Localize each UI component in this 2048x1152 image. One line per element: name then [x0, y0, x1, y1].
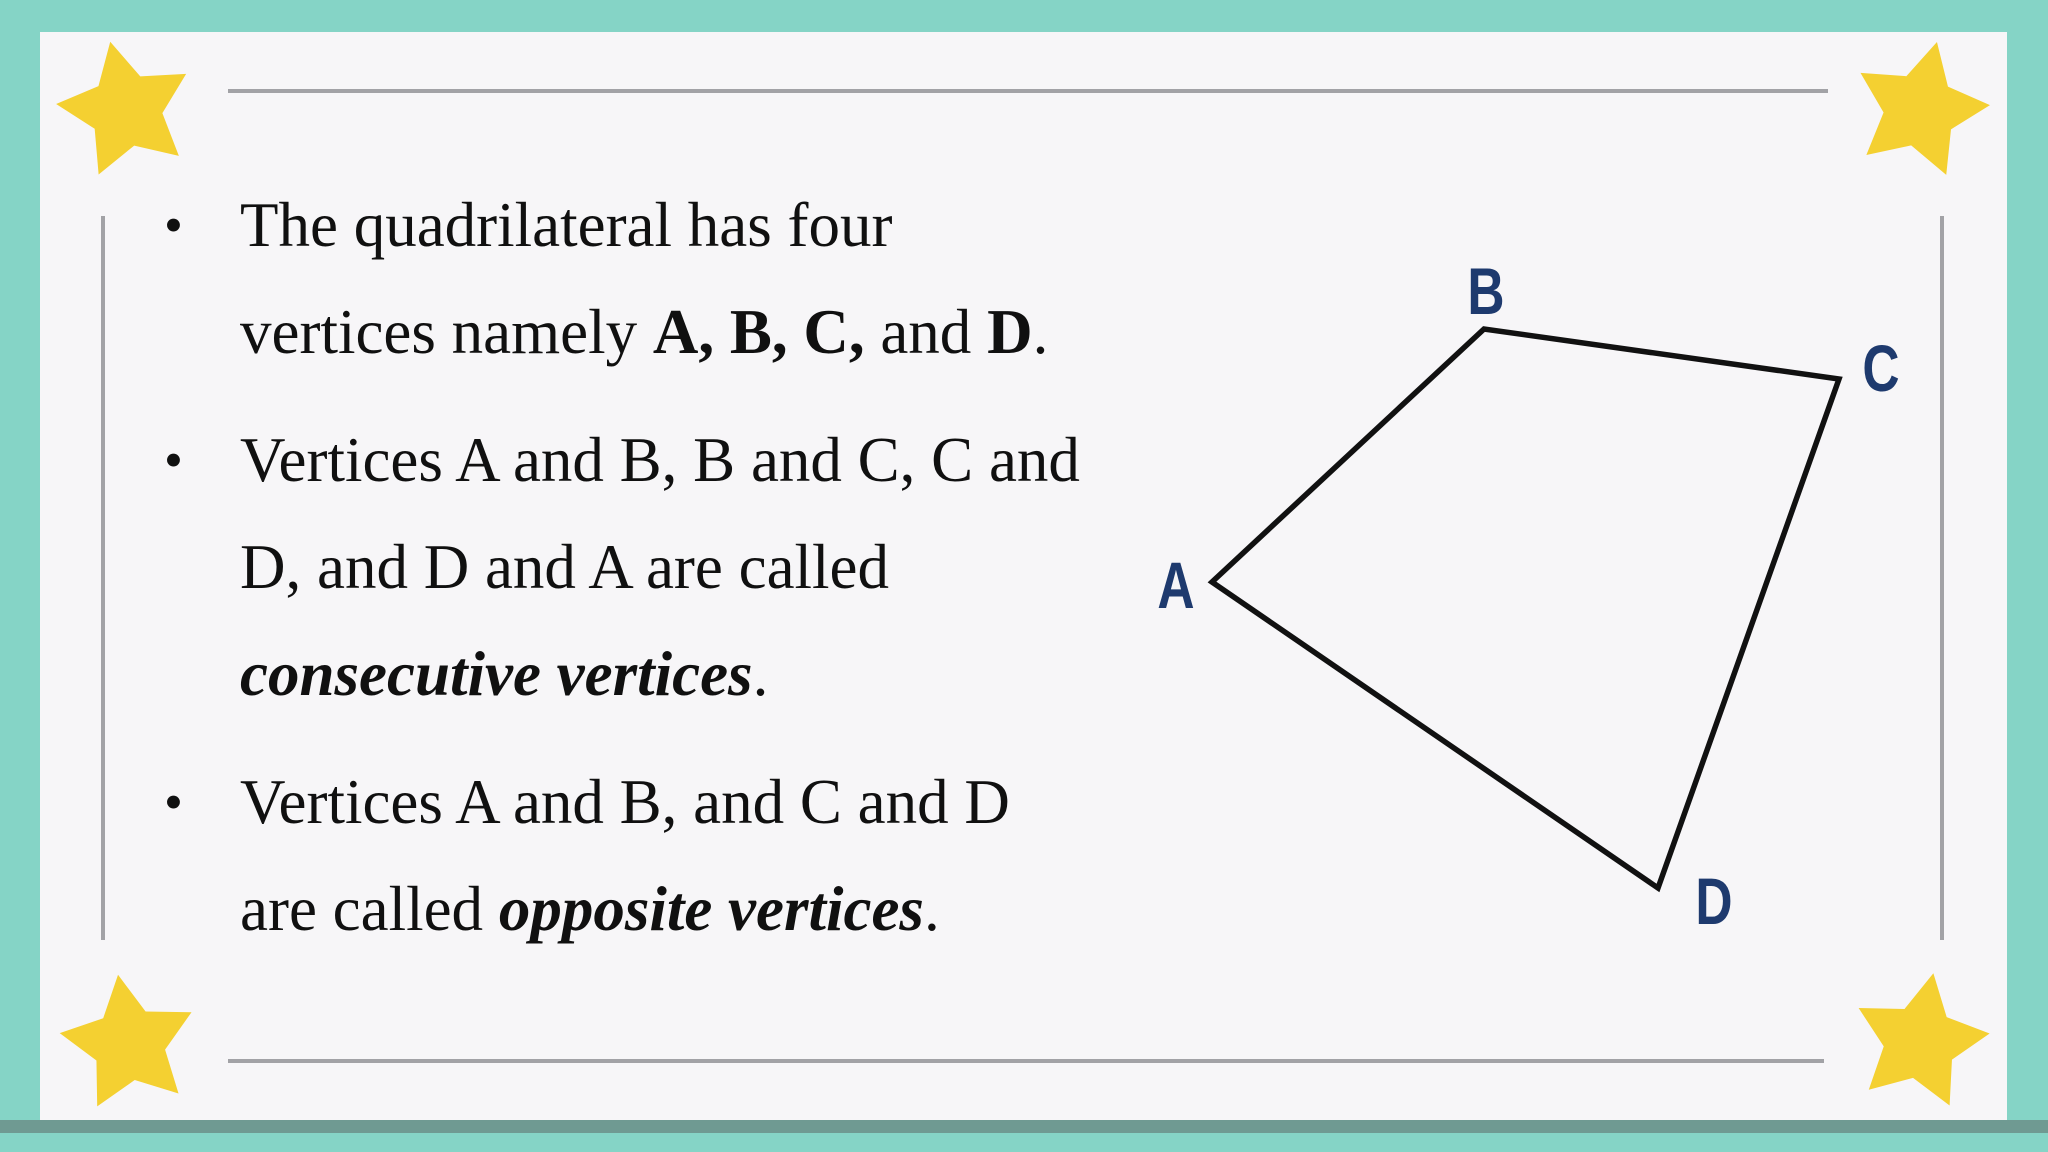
vertex-label-c: C — [1862, 331, 1900, 405]
text-segment: and — [864, 297, 988, 367]
text-segment: . — [1032, 297, 1049, 367]
quadrilateral-svg — [1207, 326, 1843, 893]
bullet-marker: • — [164, 195, 183, 255]
bullet-marker: • — [164, 430, 183, 490]
star-icon — [1860, 42, 1990, 175]
vertex-label-d: D — [1695, 864, 1733, 938]
quadrilateral-figure: A B C D — [1150, 254, 1950, 950]
star-icon — [56, 41, 187, 175]
bullet-item: • The quadrilateral has four vertices na… — [160, 172, 1140, 386]
frame-shadow-band — [0, 1120, 2048, 1133]
bullet-item: • Vertices A and B, and C and D are call… — [160, 749, 1140, 963]
right-divider — [1940, 216, 1944, 940]
bullet-text: Vertices A and B, and C and D are called… — [240, 749, 1140, 963]
left-divider — [101, 216, 105, 940]
text-segment: . — [923, 874, 940, 944]
text-segment: A, B, C, — [652, 297, 865, 367]
bullet-text: The quadrilateral has four vertices name… — [240, 172, 1140, 386]
bottom-divider — [228, 1059, 1824, 1063]
top-divider — [228, 89, 1828, 93]
text-segment: . — [752, 639, 769, 709]
text-segment: consecutive vertices — [240, 639, 753, 709]
bullet-marker: • — [164, 772, 183, 832]
bullet-list: • The quadrilateral has four vertices na… — [160, 172, 1140, 984]
text-segment: D, and D and A are called — [240, 532, 890, 602]
vertex-label-b: B — [1467, 254, 1505, 328]
bullet-text: Vertices A and B, B and C, C and D, and … — [240, 407, 1140, 728]
text-segment: Vertices A and B, B and C, C and — [240, 425, 1080, 495]
slide-card — [40, 32, 2007, 1120]
text-segment: are called — [240, 874, 499, 944]
text-segment: opposite vertices — [498, 874, 924, 944]
star-icon — [59, 974, 192, 1107]
text-segment: D — [987, 297, 1033, 367]
bullet-item: • Vertices A and B, B and C, C and D, an… — [160, 407, 1140, 728]
text-segment: Vertices A and B, and C and D — [240, 767, 1010, 837]
text-segment: vertices namely — [240, 297, 653, 367]
quadrilateral-shape — [1207, 326, 1843, 893]
text-segment: The quadrilateral has four — [240, 190, 893, 260]
star-icon — [1858, 973, 1990, 1106]
vertex-label-a: A — [1157, 548, 1195, 622]
